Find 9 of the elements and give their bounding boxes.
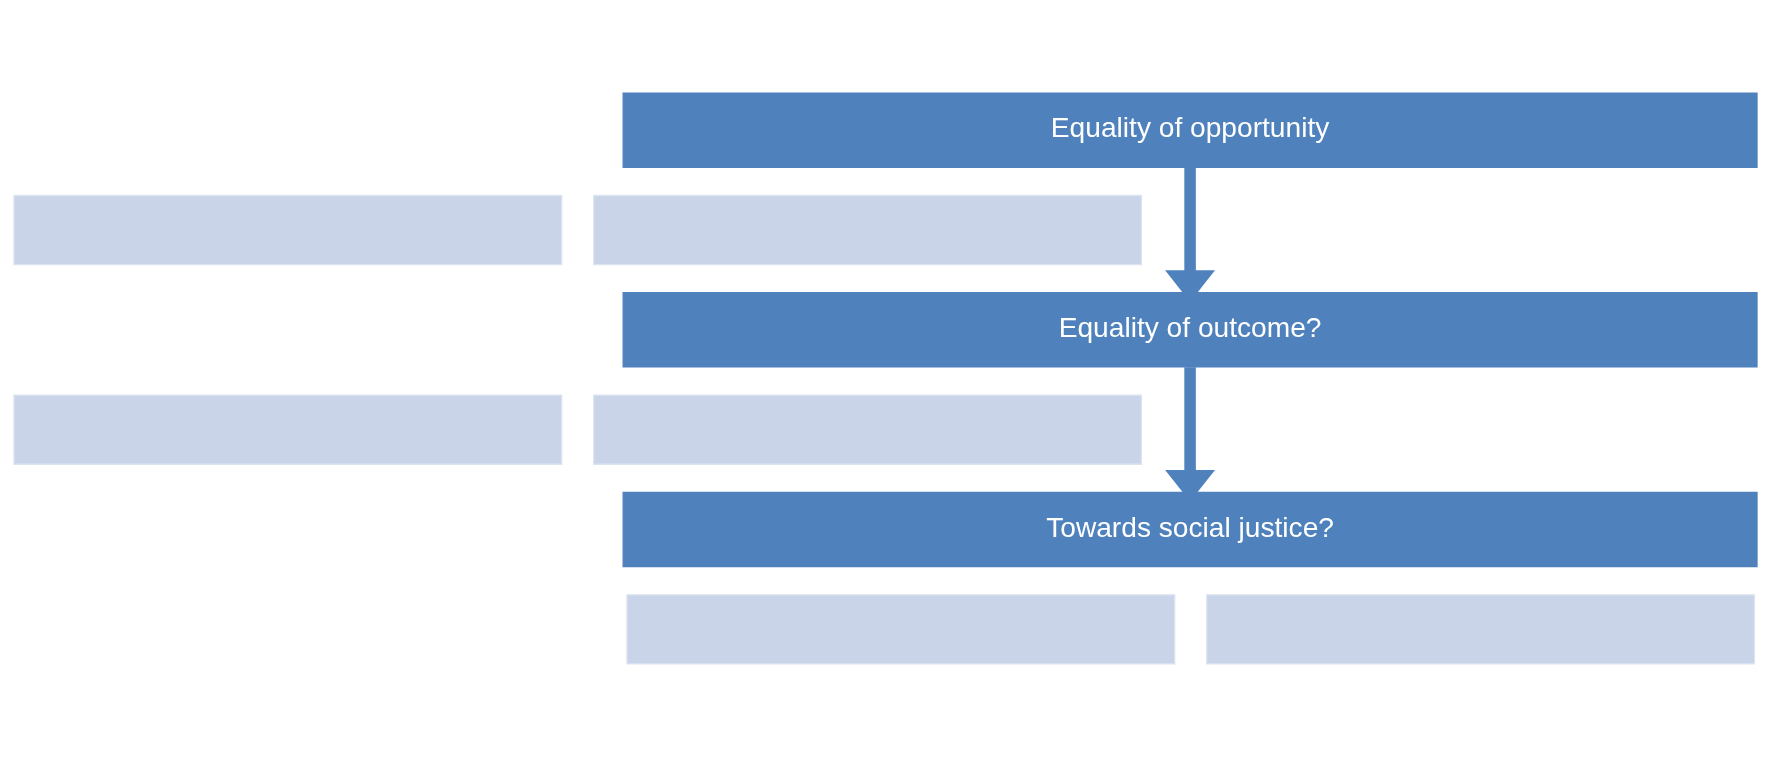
node-box (13, 394, 563, 465)
node-box: Equality of opportunity (622, 92, 1758, 168)
node-box: Equality of outcome? (622, 292, 1758, 368)
node-box (13, 194, 563, 266)
node-box: Towards social justice? (622, 491, 1758, 568)
node-box (1206, 594, 1756, 665)
node-box (593, 194, 1143, 266)
node-box (593, 394, 1143, 465)
node-box (626, 594, 1176, 665)
